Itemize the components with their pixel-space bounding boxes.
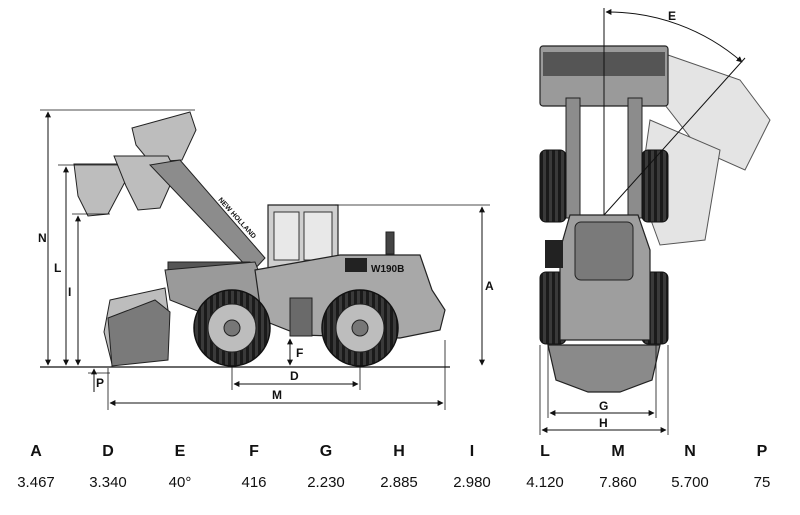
dim-label-m: M <box>272 388 282 402</box>
spec-value-f: 416 <box>241 474 267 491</box>
front-view-wheel-right-upper <box>641 149 669 223</box>
articulated-axis-line <box>603 57 746 216</box>
spec-label-f: F <box>249 443 259 460</box>
spec-label-h: H <box>393 443 405 460</box>
spec-label-g: G <box>319 443 333 460</box>
dim-label-e: E <box>668 9 676 23</box>
front-wheel <box>193 289 271 367</box>
spec-value-g: 2.230 <box>307 474 345 491</box>
spec-value-e: 40° <box>168 474 192 491</box>
spec-value-n: 5.700 <box>671 474 709 491</box>
boom-arm <box>148 159 266 273</box>
spec-label-i: I <box>469 443 475 460</box>
side-view: NEW HOLLAND W190B <box>38 109 494 410</box>
spec-label-a: A <box>30 443 42 460</box>
spec-value-a: 3.467 <box>17 474 55 491</box>
dim-label-h: H <box>599 416 608 430</box>
exhaust-pipe <box>385 231 395 255</box>
spec-value-row: 3.467 3.340 40° 416 2.230 2.885 2.980 4.… <box>0 474 800 496</box>
dim-label-f: F <box>296 346 303 360</box>
dim-label-i: I <box>68 285 71 299</box>
spec-value-p: 75 <box>753 474 771 491</box>
dim-label-n: N <box>38 231 47 245</box>
rear-wheel <box>321 289 399 367</box>
spec-label-p: P <box>756 443 768 460</box>
front-view-wheel-left-upper <box>539 149 567 223</box>
front-view: E G H <box>539 8 771 435</box>
spec-value-l: 4.120 <box>526 474 564 491</box>
front-lift-arm-left <box>565 97 581 219</box>
spec-label-m: M <box>611 443 625 460</box>
front-view-cab <box>574 221 634 281</box>
dim-label-p: P <box>96 376 104 390</box>
spec-value-d: 3.340 <box>89 474 127 491</box>
spec-value-h: 2.885 <box>380 474 418 491</box>
lowered-bucket <box>107 299 171 367</box>
dim-label-l: L <box>54 261 61 275</box>
cab-window-right <box>303 211 333 261</box>
model-label: W190B <box>371 264 404 275</box>
counterweight <box>547 344 661 393</box>
cab-window-left <box>273 211 300 261</box>
spec-label-row: A D E F G H I L M N P <box>0 443 800 465</box>
spec-label-e: E <box>174 443 186 460</box>
spec-label-d: D <box>102 443 114 460</box>
dim-label-d: D <box>290 369 299 383</box>
front-lift-arm-right <box>627 97 643 219</box>
dim-label-a: A <box>485 279 494 293</box>
spec-value-i: 2.980 <box>453 474 491 491</box>
model-plate <box>345 258 367 272</box>
dim-label-g: G <box>599 399 608 413</box>
spec-label-n: N <box>684 443 696 460</box>
spec-value-m: 7.860 <box>599 474 637 491</box>
spec-label-l: L <box>540 443 550 460</box>
access-steps <box>289 297 313 337</box>
dim-arc-e <box>605 8 743 63</box>
wheel-loader-dimension-drawing: NEW HOLLAND W190B <box>38 8 771 435</box>
